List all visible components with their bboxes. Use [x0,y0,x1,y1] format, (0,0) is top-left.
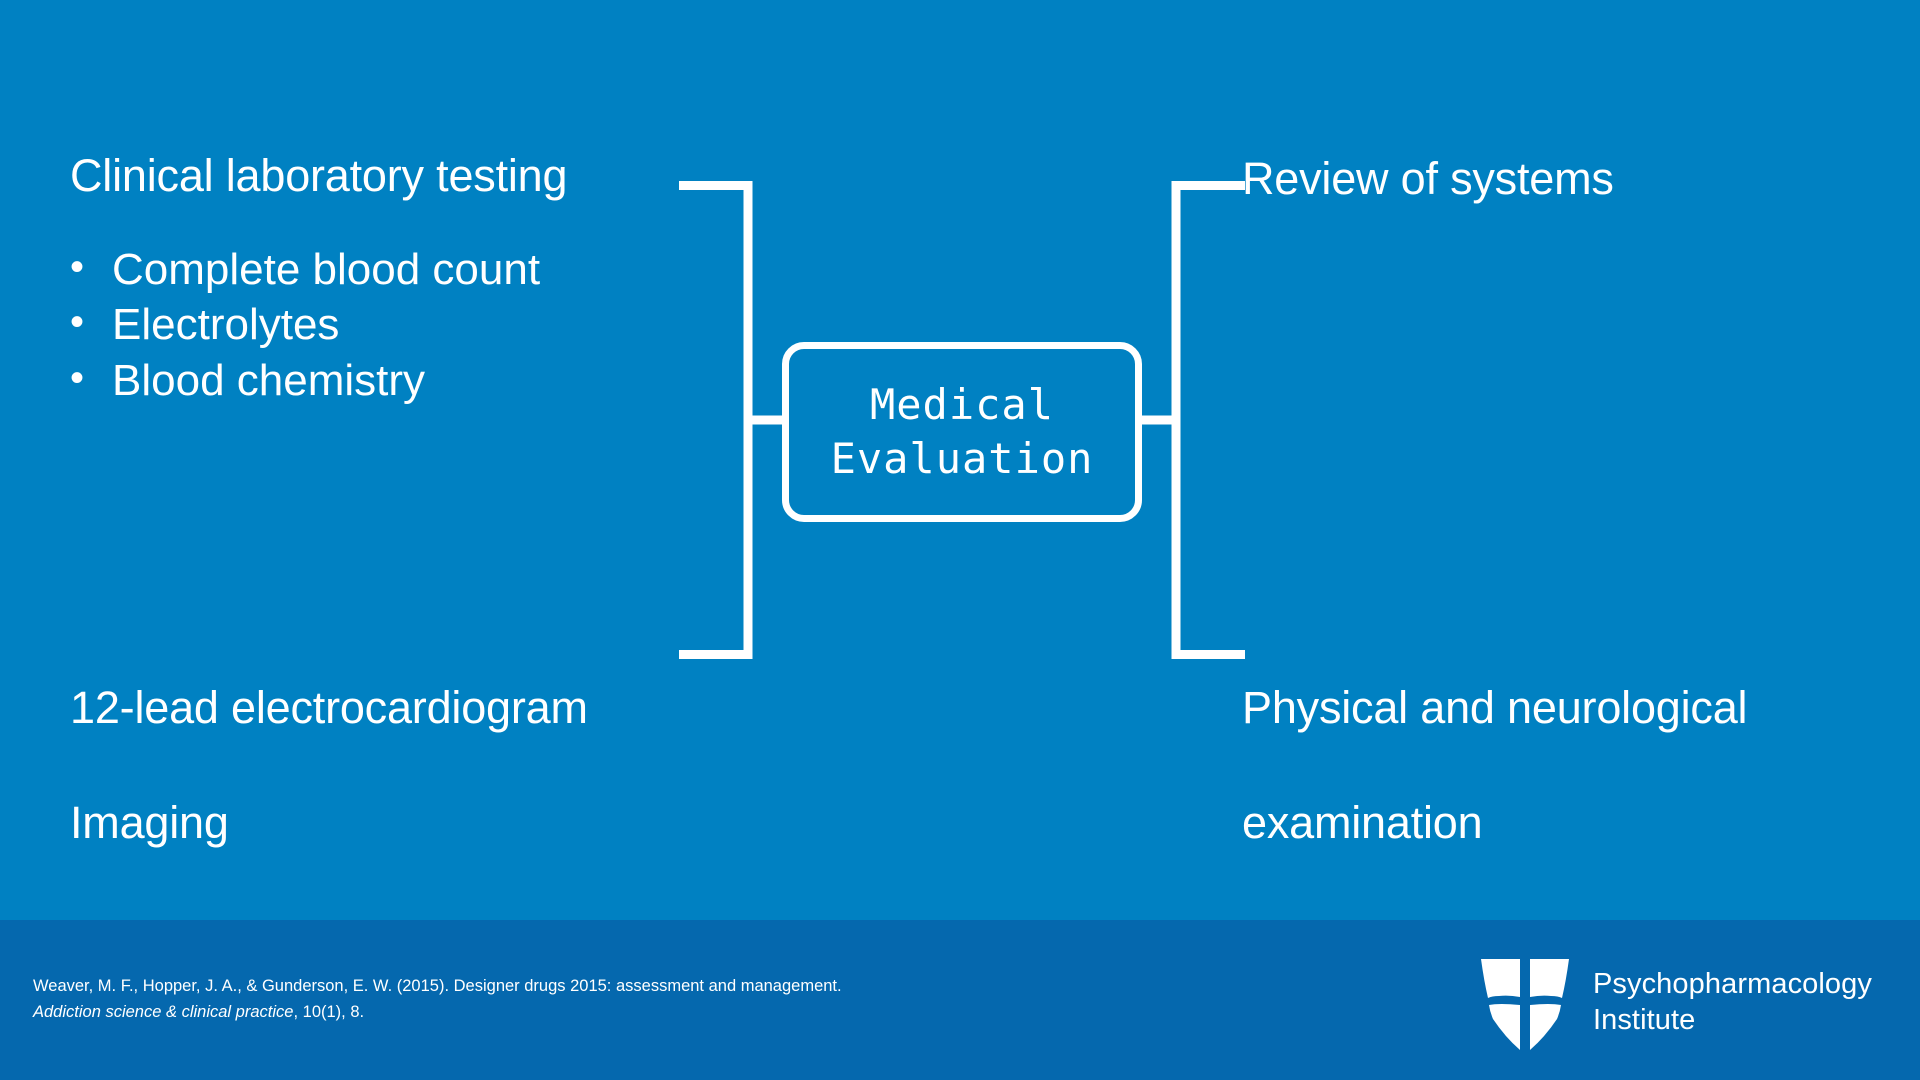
bullet-icon: • [70,245,85,289]
left-top-label: Clinical laboratory testing [70,150,568,201]
left-bottom-line-2: Imaging [70,796,229,848]
diagram-area: Clinical laboratory testing • Complete b… [60,150,1882,901]
center-node-line-2: Evaluation [830,434,1094,483]
list-item-label: Electrolytes [112,300,340,350]
center-node-line-1: Medical [869,380,1054,430]
citation-block: Weaver, M. F., Hopper, J. A., & Gunderso… [33,974,1133,1025]
brand-logo-text: Psychopharmacology Institute [1593,967,1872,1038]
bullet-icon: • [70,355,85,400]
citation-volume-pages: , 10(1), 8. [293,1002,365,1021]
brand-name-line-1: Psychopharmacology [1592,968,1872,1001]
list-item-label: Blood chemistry [112,355,426,405]
list-item: • Electrolytes [60,300,700,349]
brand-logo: Psychopharmacology Institute [1479,950,1872,1055]
footer-band [0,920,1920,1080]
left-bottom-line-1: 12-lead electrocardiogram [70,682,588,734]
list-item: • Blood chemistry [60,356,700,405]
left-bullet-list: • Complete blood count • Electrolytes • … [60,245,700,411]
medical-evaluation-node: Medical Evaluation [782,342,1142,522]
right-bracket [1138,181,1245,659]
citation-line-1: Weaver, M. F., Hopper, J. A., & Gunderso… [33,977,842,995]
brand-name-line-2: Institute [1592,1003,1696,1036]
right-top-label: Review of systems [1242,153,1614,204]
bullet-icon: • [70,300,85,345]
left-bottom-label: 12-lead electrocardiogram Imaging [70,630,710,901]
list-item: • Complete blood count [60,245,700,294]
right-bottom-line-2: examination [1242,796,1483,848]
right-bottom-label: Physical and neurological examination [1242,630,1882,901]
shield-icon [1480,958,1569,1050]
citation-journal-title: Addiction science & clinical practice [33,1002,294,1021]
right-bottom-line-1: Physical and neurological [1242,682,1748,734]
citation-line-2: Addiction science & clinical practice, 1… [33,1000,1133,1026]
list-item-label: Complete blood count [112,245,541,294]
